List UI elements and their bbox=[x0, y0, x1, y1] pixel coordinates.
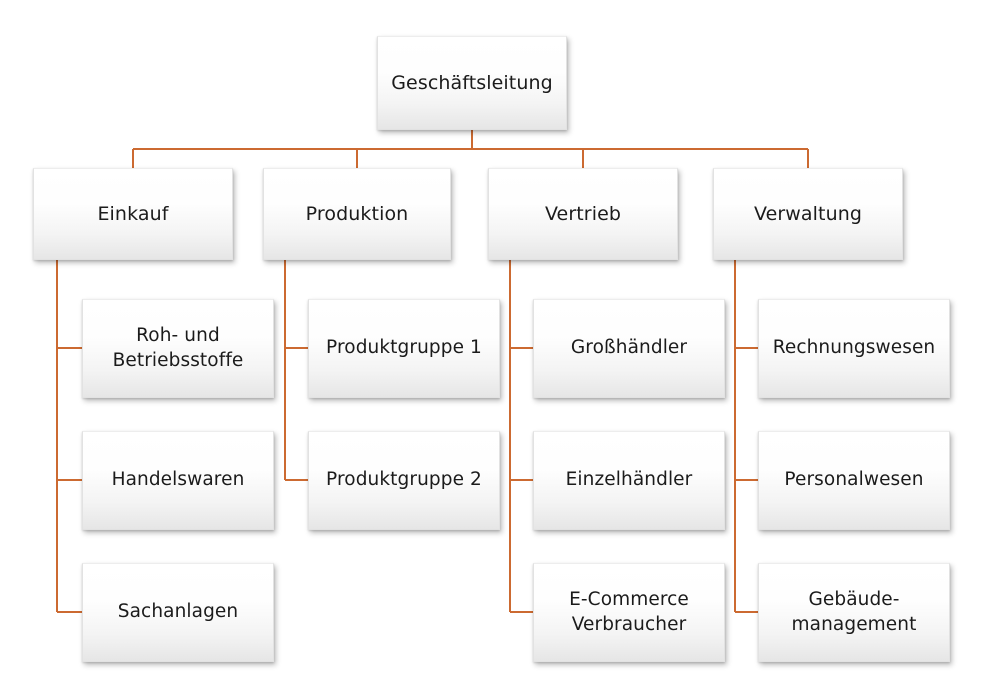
org-node-sachanlagen[interactable]: Sachanlagen bbox=[82, 563, 274, 662]
org-node-einzelhaendler[interactable]: Einzelhändler bbox=[533, 431, 725, 530]
org-node-produktgruppe-2[interactable]: Produktgruppe 2 bbox=[308, 431, 500, 530]
node-label: Verwaltung bbox=[753, 202, 863, 225]
org-node-gebaeudemanagement[interactable]: Gebäude- management bbox=[758, 563, 950, 662]
node-label: Produktgruppe 2 bbox=[326, 469, 482, 491]
node-label: Personalwesen bbox=[784, 469, 924, 491]
org-node-e-commerce-verbraucher[interactable]: E-Commerce Verbraucher bbox=[533, 563, 725, 662]
org-node-roh-und-betriebsstoffe[interactable]: Roh- und Betriebsstoffe bbox=[82, 299, 274, 398]
node-label: Produktgruppe 1 bbox=[326, 337, 482, 359]
node-label: Gebäude- management bbox=[791, 589, 917, 635]
org-node-root[interactable]: Geschäftsleitung bbox=[377, 36, 567, 130]
org-node-grosshaendler[interactable]: Großhändler bbox=[533, 299, 725, 398]
node-label: E-Commerce Verbraucher bbox=[569, 589, 689, 635]
node-label: Einzelhändler bbox=[565, 469, 693, 491]
node-label: Handelswaren bbox=[111, 469, 245, 491]
node-label: Vertrieb bbox=[544, 202, 622, 225]
org-node-personalwesen[interactable]: Personalwesen bbox=[758, 431, 950, 530]
node-label: Rechnungswesen bbox=[772, 337, 936, 359]
org-node-vertrieb[interactable]: Vertrieb bbox=[488, 168, 678, 260]
org-node-produktion[interactable]: Produktion bbox=[263, 168, 451, 260]
node-label: Roh- und Betriebsstoffe bbox=[112, 325, 244, 371]
org-node-verwaltung[interactable]: Verwaltung bbox=[713, 168, 903, 260]
node-label: Produktion bbox=[305, 202, 409, 225]
org-node-einkauf[interactable]: Einkauf bbox=[33, 168, 233, 260]
node-label: Einkauf bbox=[97, 202, 169, 225]
org-node-produktgruppe-1[interactable]: Produktgruppe 1 bbox=[308, 299, 500, 398]
node-label: Großhändler bbox=[570, 337, 688, 359]
org-node-rechnungswesen[interactable]: Rechnungswesen bbox=[758, 299, 950, 398]
node-label: Sachanlagen bbox=[117, 601, 239, 623]
node-label: Geschäftsleitung bbox=[391, 71, 553, 94]
org-node-handelswaren[interactable]: Handelswaren bbox=[82, 431, 274, 530]
